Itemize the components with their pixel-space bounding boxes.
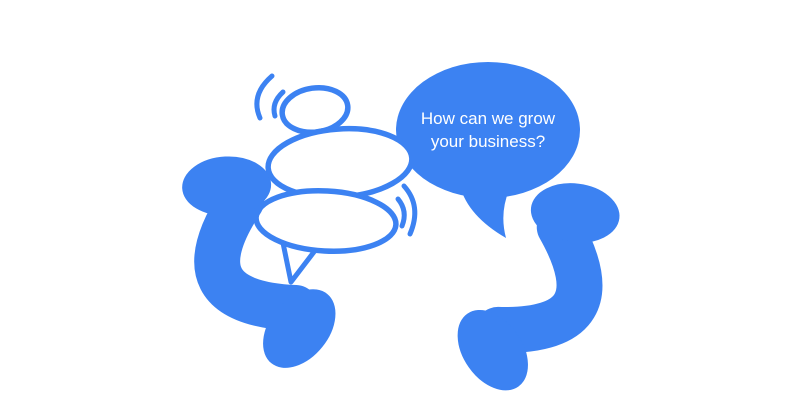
motion-line-right-inner: [395, 196, 407, 229]
white-speech-bubbles: [253, 84, 415, 285]
bubble-text-line2: your business?: [431, 132, 545, 151]
white-bubble-bottom: [253, 188, 399, 254]
blue-speech-bubble: How can we grow your business?: [396, 62, 580, 238]
motion-lines: [254, 73, 418, 237]
bubble-text-line1: How can we grow: [421, 109, 556, 128]
motion-line-left-outer: [254, 73, 275, 121]
motion-line-left-inner: [271, 89, 286, 119]
blue-bubble-body: [396, 62, 580, 198]
motion-line-right-outer: [401, 183, 418, 237]
